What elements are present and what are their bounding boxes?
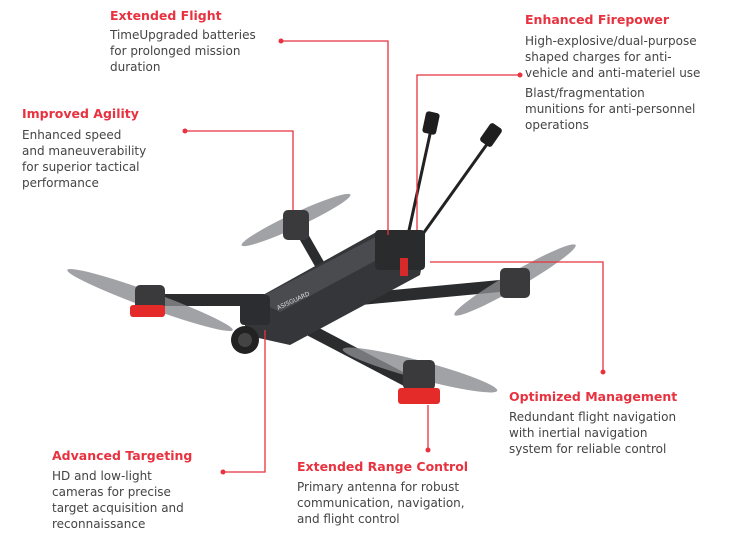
motor-rear-left [241,193,351,247]
callout-body: HD and low-light cameras for precise tar… [52,469,184,531]
callout-body: TimeUpgraded batteries for prolonged mis… [110,28,256,74]
motor-front-right [342,347,498,404]
callout-body: Redundant flight navigation with inertia… [509,410,677,456]
callout-dots [182,38,606,475]
motor-front-left [67,268,233,332]
callout-title: Improved Agility [22,106,139,121]
drone-body: ASISGUARD [231,230,425,354]
callout-body: Primary antenna for robust communication… [297,480,465,526]
callout-extended-range-control: Extended Range Control Primary antenna f… [297,459,468,527]
callout-body-secondary: Blast/fragmentation munitions for anti-p… [525,86,696,132]
callout-title: Enhanced Firepower [525,12,670,27]
callout-title: Advanced Targeting [52,448,193,463]
callout-enhanced-firepower: Enhanced Firepower High-explosive/dual-p… [525,12,700,133]
antenna-right [418,123,502,239]
callout-body: High-explosive/dual-purpose shaped charg… [525,34,701,80]
callout-body: Enhanced speed and maneuverability for s… [22,128,147,190]
callout-title: Extended Range Control [297,459,469,474]
callout-title: Extended Flight [110,8,222,23]
callout-lines [185,40,604,473]
motor-rear-right [454,244,576,316]
callout-title: Optimized Management [509,389,678,404]
antenna-left [406,111,440,236]
callout-improved-agility: Improved Agility Enhanced speed and mane… [22,106,146,191]
callout-advanced-targeting: Advanced Targeting HD and low-light came… [52,448,192,532]
callout-extended-flight: Extended Flight TimeUpgraded batteries f… [110,8,256,75]
callout-optimized-management: Optimized Management Redundant flight na… [509,389,677,457]
